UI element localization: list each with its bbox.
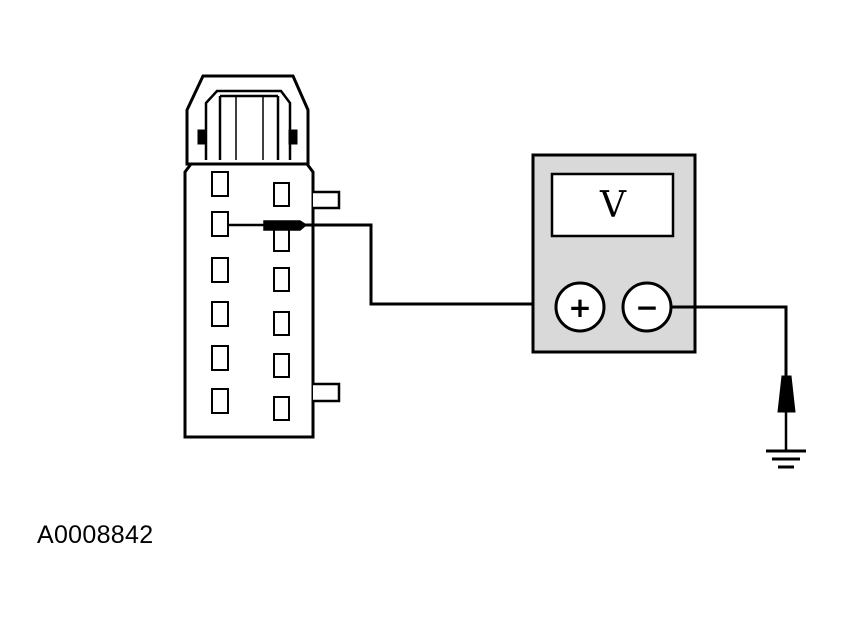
pin-cavity <box>211 388 229 414</box>
pin-cavity <box>273 311 290 336</box>
pin-cavity <box>211 345 229 371</box>
pin-cavity <box>273 182 290 207</box>
probe-body <box>263 220 308 231</box>
test-probe-icon <box>229 220 308 231</box>
connector-latch-inner <box>204 89 292 160</box>
pin-cavity <box>211 257 229 283</box>
connector-side-tab-lower <box>313 382 341 403</box>
multimeter-display <box>550 172 675 238</box>
positive-terminal <box>554 281 606 333</box>
pin-cavity <box>273 353 290 378</box>
ground-probe-icon <box>777 375 796 450</box>
positive-terminal-label: + <box>568 291 591 324</box>
ground-symbol-icon <box>766 449 806 469</box>
pin-cavity <box>273 267 290 292</box>
pin-cavity <box>211 301 229 327</box>
connector-icon <box>183 74 341 439</box>
pin-cavity <box>211 211 229 237</box>
latch-tab-left <box>197 129 207 145</box>
positive-lead-wire <box>304 223 556 306</box>
connector-side-tab-upper <box>313 190 341 210</box>
figure-id-label: A0008842 <box>37 521 154 549</box>
latch-tab-right <box>288 129 298 145</box>
display-symbol: V <box>599 185 627 226</box>
pin-cavity <box>211 171 229 197</box>
connector-body <box>183 162 315 439</box>
multimeter-icon: V + − <box>531 153 697 354</box>
pin-cavity <box>273 396 290 421</box>
negative-lead-wire <box>671 305 788 380</box>
ground-probe-body <box>777 375 796 413</box>
negative-terminal-label: − <box>635 291 658 324</box>
pin-cavity <box>273 227 290 252</box>
